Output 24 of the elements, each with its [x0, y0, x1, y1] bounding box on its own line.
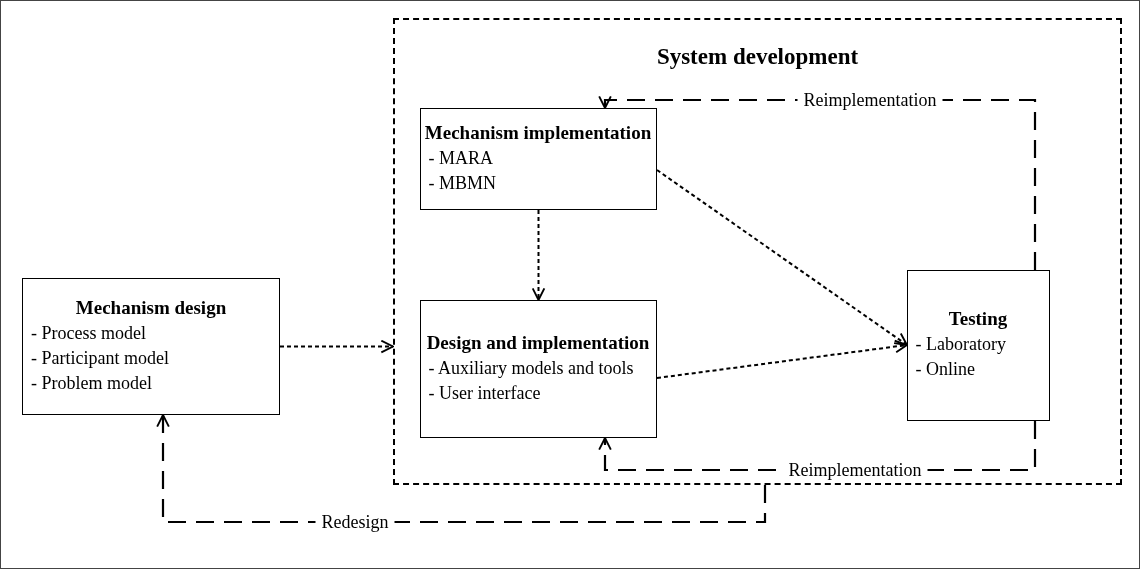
arrow — [279, 339, 394, 354]
box-heading: Testing — [948, 307, 1008, 332]
list-item: - MARA — [428, 146, 493, 170]
box-heading: System development — [656, 43, 859, 71]
list-item: - Problem model — [31, 372, 152, 396]
box-heading: Design and implementation — [426, 330, 650, 355]
list-item: - Auxiliary models and tools — [428, 356, 634, 380]
arrow — [156, 414, 767, 524]
box-heading: Mechanism implementation — [424, 120, 652, 145]
arrow — [656, 339, 908, 379]
list-item: - Participant model — [31, 347, 169, 371]
list-item: - Online — [915, 358, 975, 382]
process-box — [906, 269, 1050, 421]
process-box — [419, 107, 657, 210]
list-item: - Laboratory — [915, 333, 1006, 357]
list-item: - MBMN — [428, 171, 496, 195]
arrow — [531, 209, 546, 301]
group-box — [393, 18, 1122, 485]
process-box — [419, 299, 657, 438]
list-item: - User interface — [428, 381, 541, 405]
list-item: - Process model — [31, 322, 146, 346]
process-box — [22, 278, 280, 415]
arrow — [656, 169, 908, 346]
box-heading: Mechanism design — [75, 296, 227, 321]
